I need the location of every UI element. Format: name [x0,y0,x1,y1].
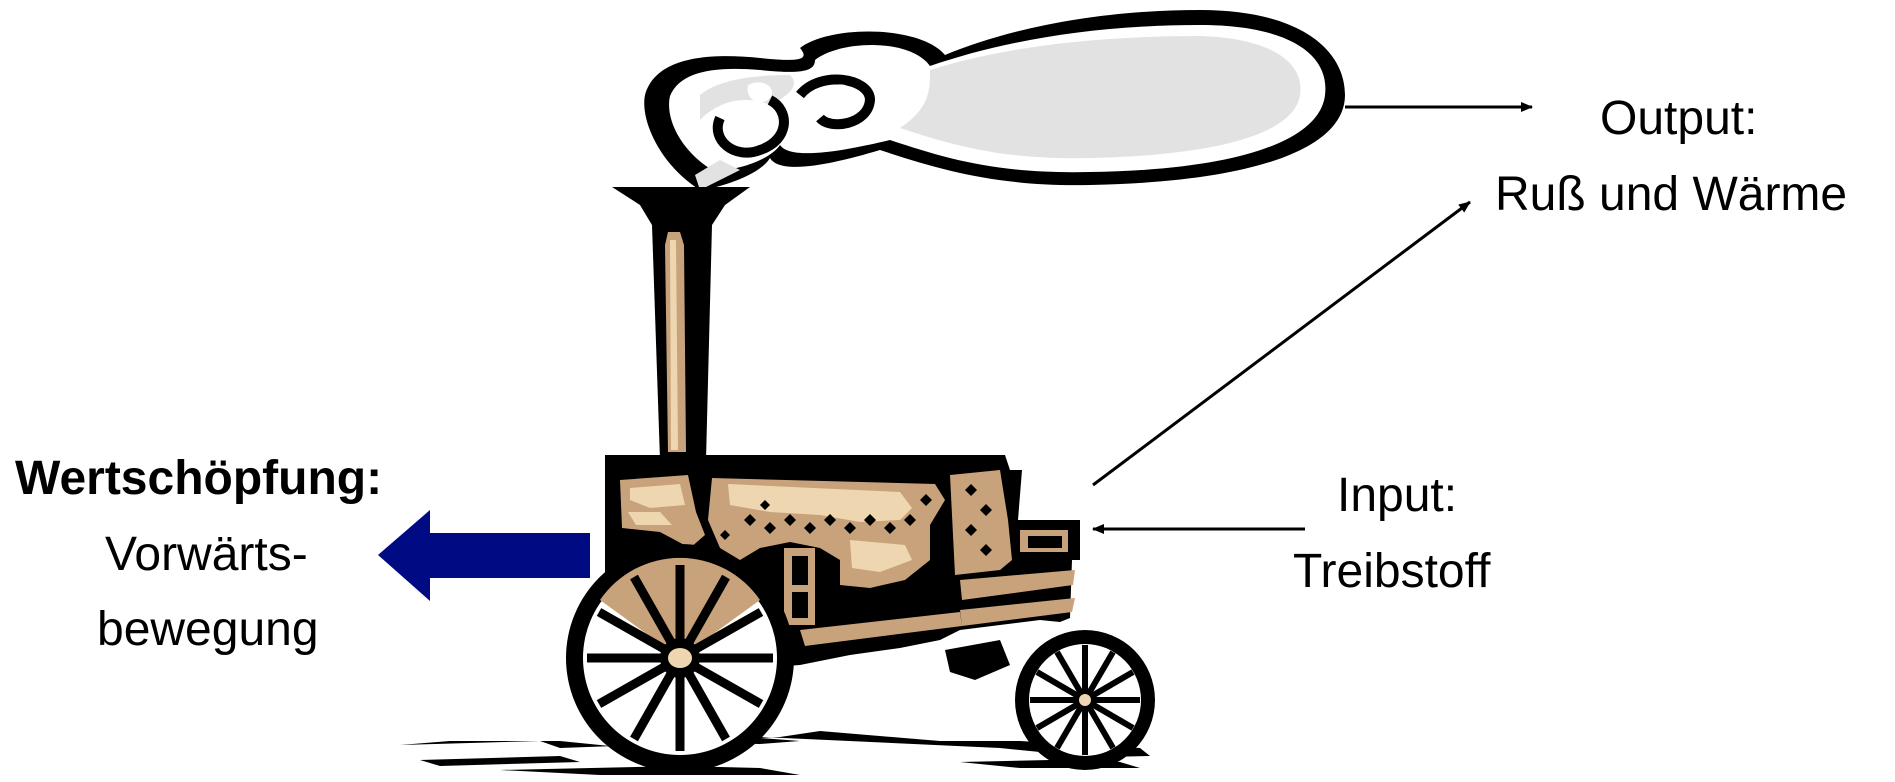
rear-wheel [566,544,794,772]
steam-traction-engine-icon [400,10,1345,775]
value-creation-line-1: Vorwärts- [105,531,308,579]
smoke-cloud [644,10,1345,190]
left-arrow-icon [378,510,590,601]
chimney [612,187,750,460]
input-title: Input: [1337,472,1457,520]
exhaust-arrow [1093,202,1470,485]
value-creation-line-2: bewegung [97,606,319,654]
input-text: Treibstoff [1293,548,1490,596]
output-text: Ruß und Wärme [1495,171,1847,219]
value-creation-title: Wertschöpfung: [15,455,382,503]
front-wheel [1015,630,1155,770]
output-title: Output: [1600,95,1757,143]
